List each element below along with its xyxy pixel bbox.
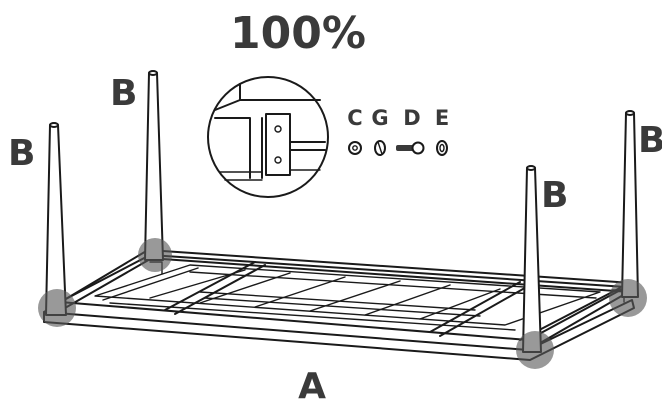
attachment-highlight-back-left: [138, 238, 172, 272]
leg-label-front-right: B: [541, 175, 568, 216]
leg-front-left: [45, 122, 67, 316]
leg-label-right: B: [638, 120, 662, 161]
frame-label: A: [298, 366, 326, 403]
hardware-label-d: D: [403, 106, 420, 130]
leg-label-back-left: B: [110, 73, 137, 114]
attachment-highlight-front-right: [516, 331, 554, 369]
leg-label-left: B: [8, 133, 35, 174]
leg-back-right: [621, 110, 639, 298]
hardware-label-e: E: [435, 106, 449, 130]
attachment-highlight-front-left: [38, 289, 76, 327]
hardware-label-g: G: [371, 106, 388, 130]
scale-label: 100%: [230, 8, 366, 59]
attachment-highlight-back-right: [609, 279, 647, 317]
hardware-washer-c-icon: [348, 141, 362, 155]
leg-back-left: [144, 70, 164, 261]
leg-front-right: [522, 165, 542, 353]
detail-callout: [207, 76, 329, 198]
hardware-bolt-d-icon: [396, 141, 425, 155]
hardware-spring-washer-g-icon: [374, 140, 386, 156]
hardware-label-c: C: [347, 106, 362, 130]
hardware-cap-e-icon: [436, 140, 448, 156]
